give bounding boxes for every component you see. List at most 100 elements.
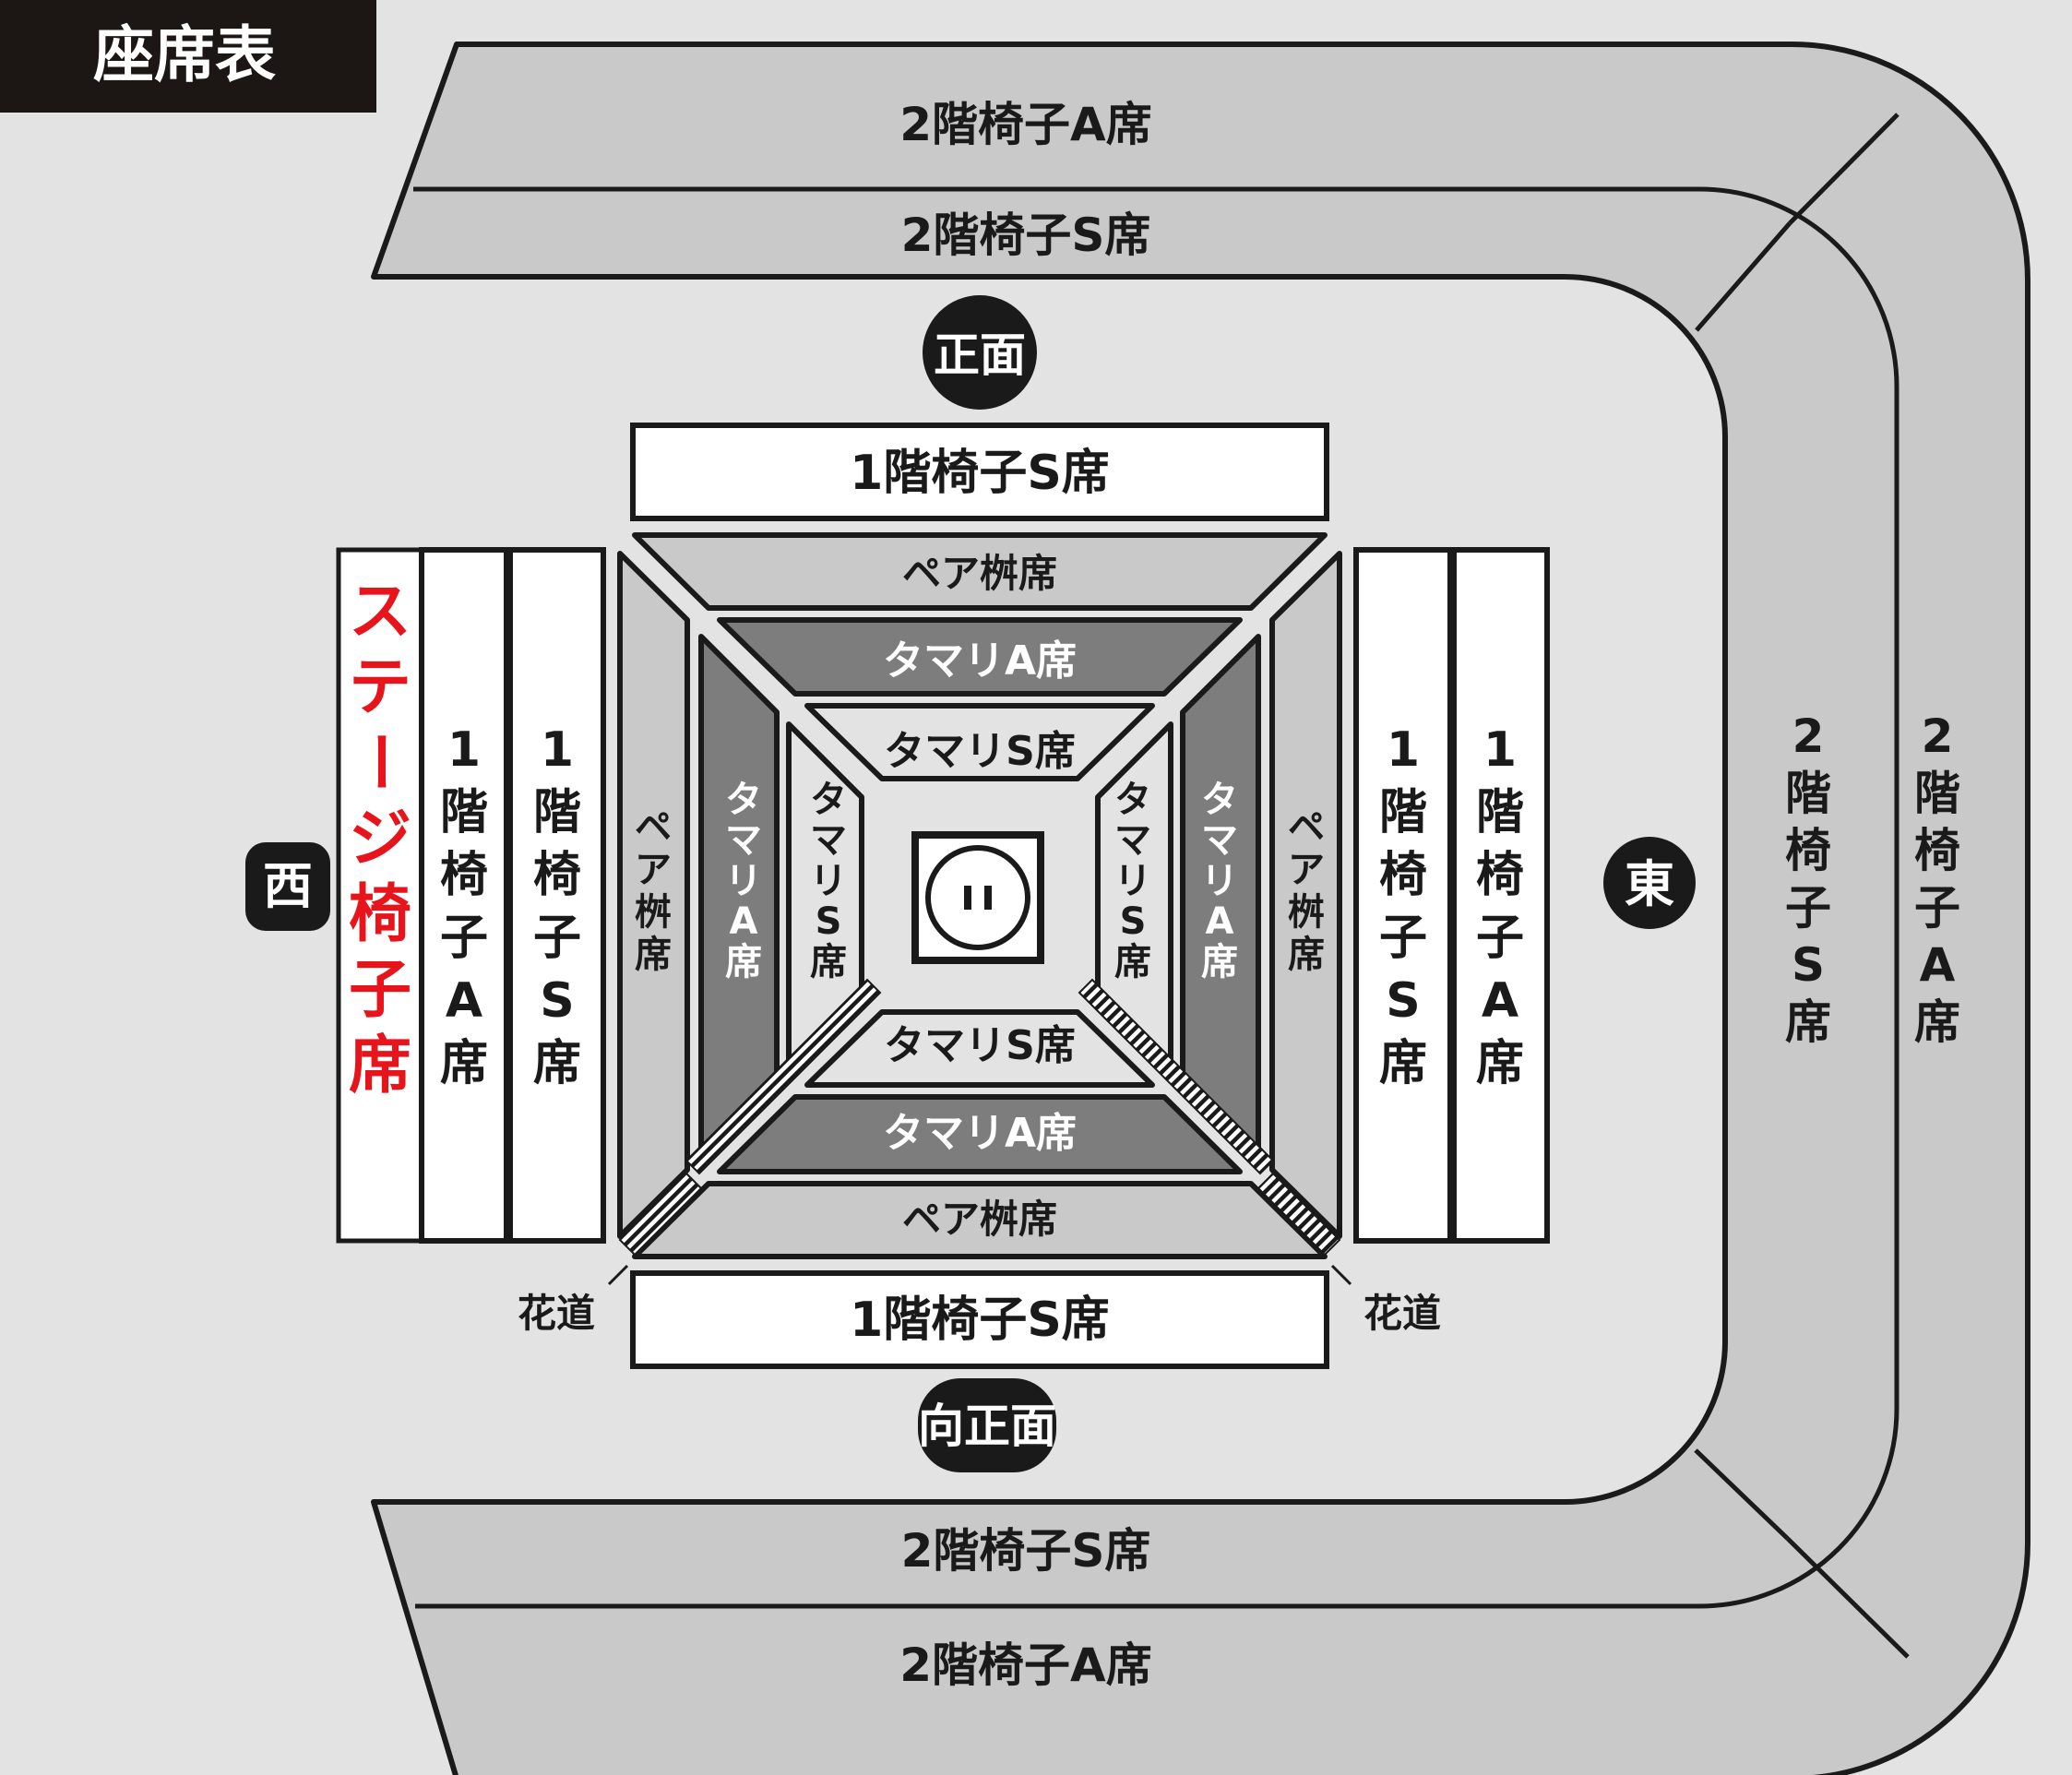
tamari-bottom-s-block[interactable] [804,1009,1155,1088]
east-upper-a-text-char: 席 [1914,995,1960,1049]
tamari-bottom-a-block[interactable] [717,1094,1243,1174]
north-label: 正面 [934,328,1026,382]
hanamichi-right-leader [1330,1264,1352,1286]
east-upper-a-text-char: 階 [1914,767,1960,820]
lower-east-s-label: 1階椅子S席 [1379,722,1427,1091]
west-a-text-char: 階 [440,785,488,840]
pair-left-text-char: 席 [635,934,672,976]
pair-left-label: ペア桝席 [635,806,672,976]
tamari-left-s-text-char: S [816,900,842,943]
tamari-right-a-text-char: 席 [1201,941,1238,983]
hanamichi-right-label: 花道 [1363,1291,1441,1336]
hanamichi-left-leader [607,1264,629,1286]
east-s-text-char: 1 [1387,722,1420,778]
east-label: 東 [1625,855,1674,913]
tamari-right-a-text-char: マ [1201,819,1238,862]
east-a-text-char: 席 [1476,1036,1524,1091]
hanamichi-left-label: 花道 [518,1291,595,1336]
west-s-text-char: S [540,973,574,1029]
north-badge [923,295,1037,410]
lower-west-a-block[interactable] [419,547,509,1244]
lower-bottom-s-block[interactable] [630,1270,1329,1369]
lower-east-a-label: 1 階椅子A席 [1476,722,1524,1091]
east-upper-s-text-char: 子 [1785,881,1831,935]
west-s-text-char: 1 [541,722,574,778]
tamari-right-s-text-char: S [1120,900,1147,943]
south-label: 向正面 [918,1400,1056,1453]
east-s-text-char: S [1386,973,1420,1029]
upper-east-a-label: 2階椅子A席 [1914,709,1960,1049]
hanamichi-outer-left [618,1172,703,1257]
east-a-text-char: 階 [1476,785,1524,840]
west-a-text-char: 椅 [440,848,488,903]
east-a-text-char: 1 [1483,722,1517,778]
stage-text-char: 席 [349,1030,411,1102]
west-s-text-char: 椅 [533,848,581,903]
west-s-text-char: 席 [533,1036,581,1091]
lower-top-s-block[interactable] [630,423,1329,521]
tamari-right-a-text-char: A [1206,900,1234,943]
shikiri-line-right [984,886,992,910]
pair-left-text-char: ア [635,849,672,891]
upper-bottom-a-label: 2階椅子A席 [899,1638,1152,1692]
east-upper-a-text-char: A [1920,938,1956,992]
east-upper-s-text-char: 2 [1792,709,1825,763]
pair-left-text-char: 桝 [635,891,672,934]
stage-text-char: ー [342,731,415,793]
tamari-top-s-block[interactable] [804,703,1155,781]
west-a-text-char: 子 [440,911,488,966]
pair-top-label: ペア桝席 [902,551,1057,596]
upper-ring-divider [413,186,1899,1609]
tamari-top-a-label: タマリA席 [883,637,1077,685]
tamari-right-s-text-char: タ [1114,779,1151,821]
tamari-left-a-text-char: タ [725,779,762,821]
west-badge [245,842,330,931]
tamari-left-a-text-char: リ [725,860,762,902]
west-s-text-char: 階 [533,785,581,840]
tamari-right-a-label: タマリA席 [1201,779,1238,983]
tamari-right-s-text-char: マ [1114,819,1151,862]
tamari-right-a-text-char: タ [1201,779,1238,821]
corner-divider-se-outer [1786,1537,1910,1659]
tamari-bottom-s-label: タマリS席 [884,1022,1076,1069]
east-a-text-char: A [1482,973,1518,1029]
tamari-top-s-label: タマリS席 [884,728,1076,775]
lower-west-s-label: 1階椅子S席 [533,722,581,1091]
lower-east-s-block[interactable] [1353,547,1453,1244]
lower-west-s-block[interactable] [507,547,606,1244]
tamari-top-a-block[interactable] [717,617,1243,697]
pair-top-block[interactable] [632,532,1328,611]
stage-text-char: ス [349,576,411,649]
east-a-text-char: 子 [1476,911,1524,966]
tamari-left-s-text-char: 席 [810,941,847,983]
pair-bottom-block[interactable] [632,1181,1328,1259]
upper-ring[interactable] [371,42,2030,1775]
tamari-left-a-label: タマリA席 [725,779,762,983]
upper-east-s-label: 2階椅子S席 [1785,709,1831,1049]
east-upper-a-text-char: 椅 [1914,824,1960,877]
tamari-left-s-text-char: タ [810,779,847,821]
upper-bottom-s-label: 2階椅子S席 [901,1524,1151,1578]
east-s-text-char: 子 [1379,911,1427,966]
pair-bottom-label: ペア桝席 [902,1197,1057,1242]
tamari-left-a-text-char: マ [725,819,762,862]
pair-right-label: ペア桝席 [1288,806,1325,976]
west-a-text-char: 1 [447,722,481,778]
west-label: 西 [263,857,313,915]
pair-right-text-char: 桝 [1288,891,1325,934]
chart-title: 座席表 [93,19,276,90]
east-upper-a-text-char: 子 [1914,881,1960,935]
tamari-left-a-text-char: A [730,900,758,943]
tamari-right-s-label: タマリS席 [1114,779,1151,983]
pair-left-block[interactable] [617,551,690,1239]
east-a-text-char: 椅 [1476,848,1524,903]
pair-right-block[interactable] [1269,551,1342,1239]
shikiri-line-left [964,886,971,910]
lower-east-a-block[interactable] [1451,547,1550,1244]
tamari-left-a-text-char: 席 [725,941,762,983]
tamari-right-s-text-char: 席 [1114,941,1151,983]
pair-left-text-char: ペ [635,806,672,849]
tamari-left-s-text-char: マ [810,819,847,862]
west-a-text-char: 席 [440,1036,488,1091]
corner-divider-ne-inner [1788,113,1899,225]
